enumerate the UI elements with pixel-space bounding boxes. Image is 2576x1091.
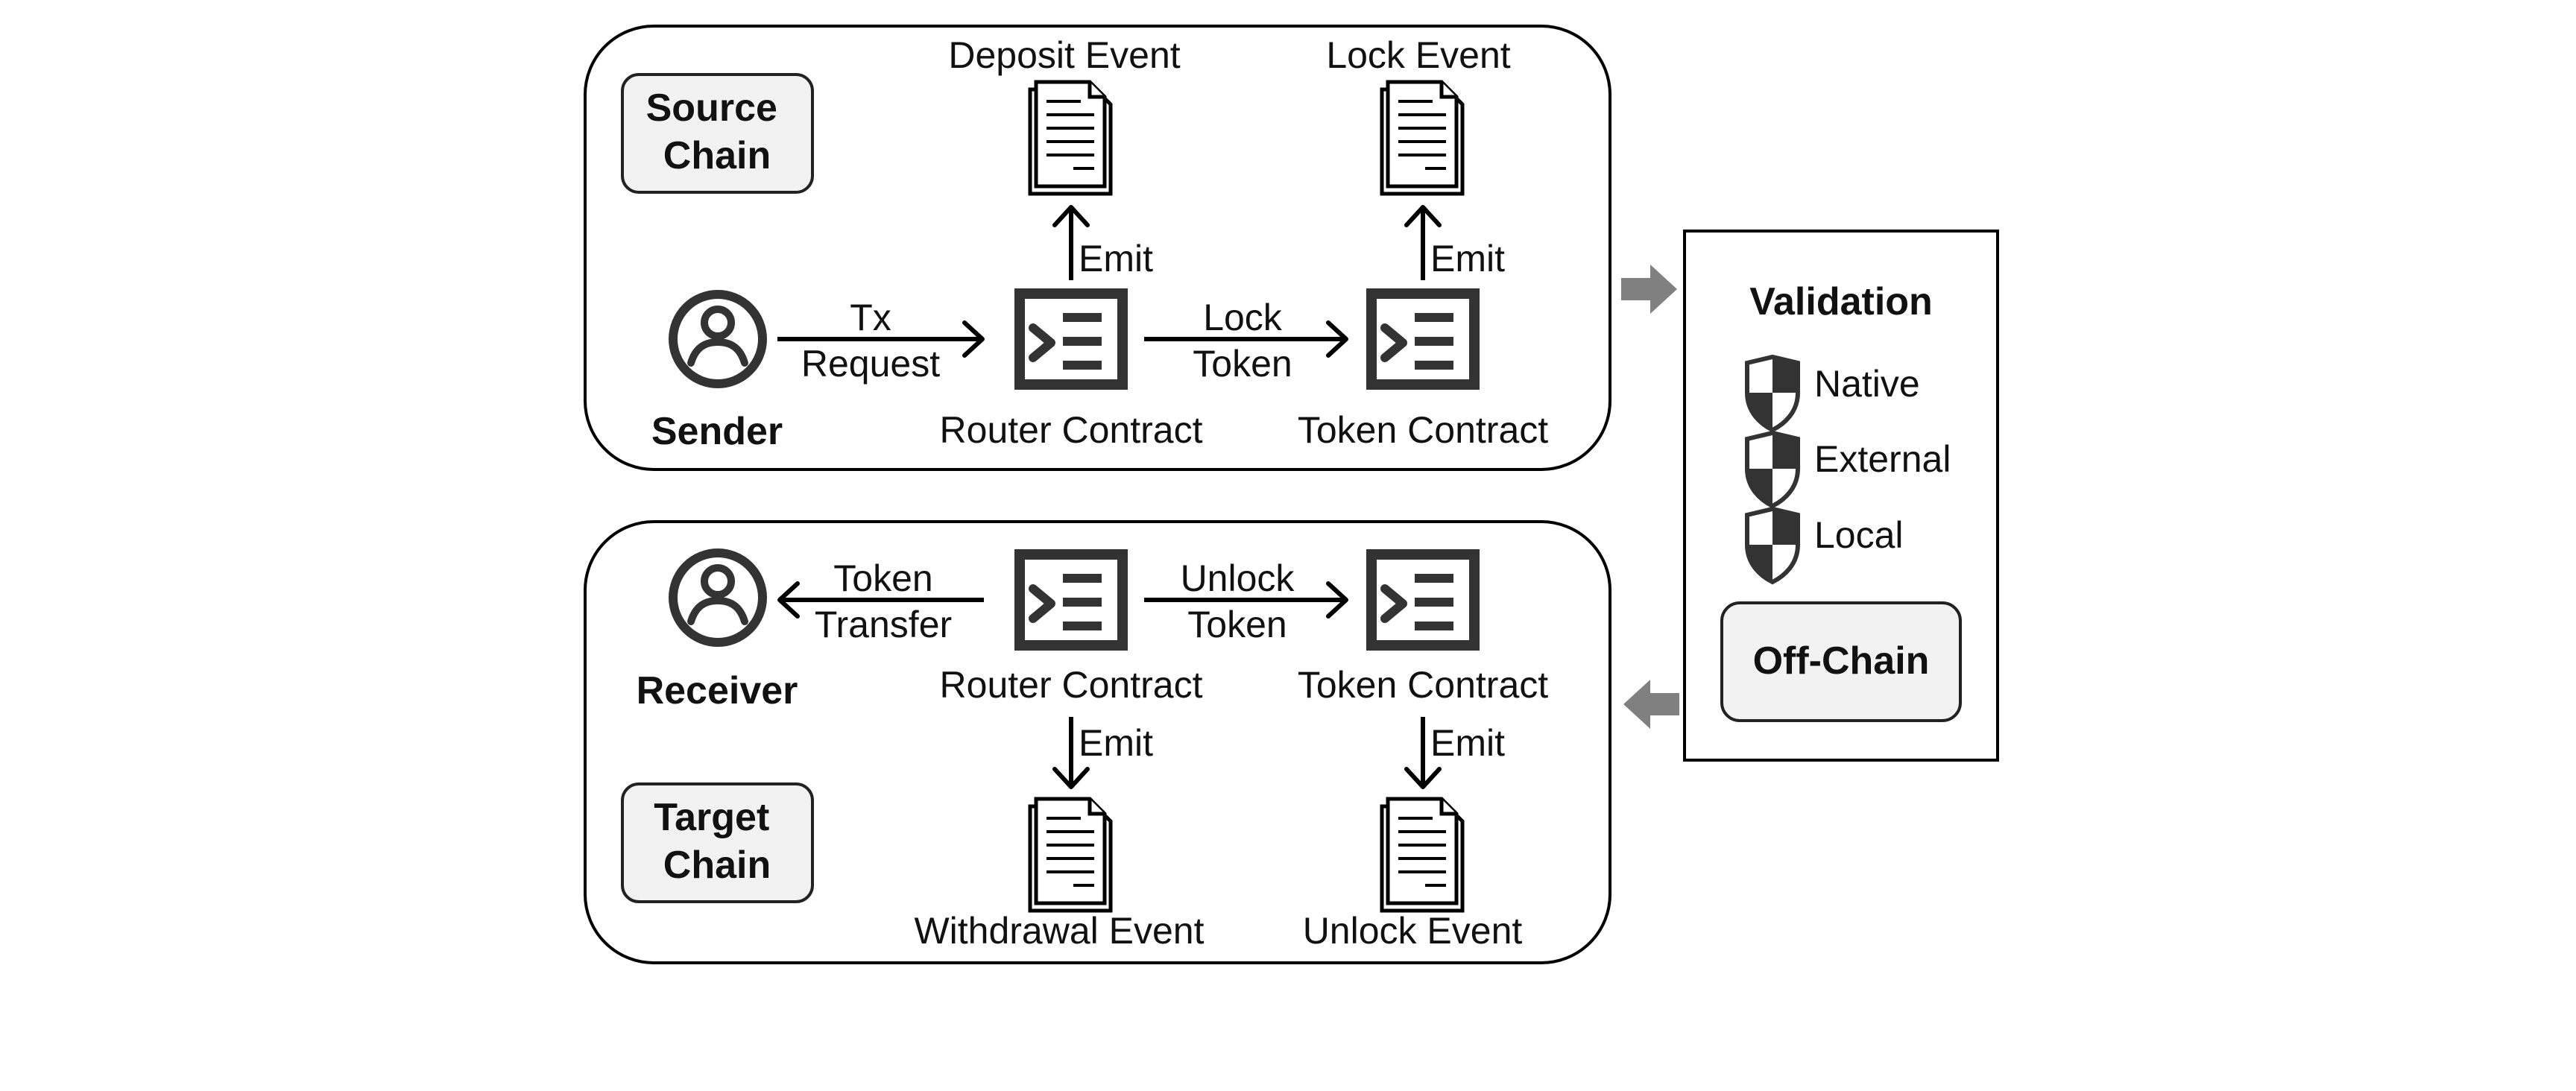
deposit-event-document-icon <box>1030 82 1111 194</box>
validation-external-label: External <box>1814 438 1951 480</box>
token-transfer-label-bottom: Transfer <box>815 604 952 645</box>
offchain-label: Off-Chain <box>1753 639 1930 683</box>
withdrawal-emit-arrow-head <box>1052 767 1090 789</box>
source-chain-panel: Source Chain Sender Tx Request Router Co… <box>584 25 1611 471</box>
target-chain-panel: Receiver Token Transfer Router Contract … <box>584 520 1611 964</box>
unlock-token-arrow-head <box>1326 581 1348 619</box>
target-router-label: Router Contract <box>940 664 1203 706</box>
unlock-emit-arrow-head <box>1404 767 1442 789</box>
validation-external-shield-icon <box>1747 433 1798 506</box>
unlock-token-label-top: Unlock <box>1181 557 1295 599</box>
source-router-label: Router Contract <box>940 409 1203 451</box>
validation-title: Validation <box>1749 280 1933 323</box>
lock-event-label: Lock Event <box>1326 34 1510 76</box>
token-transfer-label-top: Token <box>833 557 932 599</box>
flow-arrows <box>1621 265 1679 729</box>
validation-local-label: Local <box>1814 514 1904 556</box>
validation-native-shield-icon <box>1747 357 1798 430</box>
offchain-label-box <box>1720 601 1962 722</box>
source-chain-label-box <box>621 73 814 194</box>
withdrawal-emit-label: Emit <box>1079 722 1153 764</box>
target-token-label: Token Contract <box>1298 664 1548 706</box>
target-chain-label-box <box>621 782 814 903</box>
deposit-emit-arrow-head <box>1052 205 1090 227</box>
token-transfer-arrow-head <box>777 581 800 619</box>
source-token-contract-icon <box>1371 294 1474 385</box>
source-chain-title: Source Chain <box>646 86 789 177</box>
deposit-emit-label: Emit <box>1079 238 1153 279</box>
unlock-token-label-bottom: Token <box>1187 604 1287 645</box>
lock-token-label-top: Lock <box>1203 297 1283 338</box>
source-token-label: Token Contract <box>1298 409 1548 451</box>
target-chain-title: Target Chain <box>654 796 780 887</box>
withdrawal-event-label: Withdrawal Event <box>914 910 1204 952</box>
lock-emit-label: Emit <box>1430 238 1505 279</box>
withdrawal-event-document-icon <box>1030 799 1111 911</box>
unlock-event-label: Unlock Event <box>1303 910 1523 952</box>
sender-person-icon <box>673 294 763 384</box>
lock-token-arrow-head <box>1326 320 1348 358</box>
sender-label: Sender <box>651 410 783 453</box>
tx-request-label-bottom: Request <box>801 343 940 385</box>
unlock-event-document-icon <box>1382 799 1462 911</box>
deposit-event-label: Deposit Event <box>948 34 1180 76</box>
validation-native-label: Native <box>1814 363 1920 405</box>
target-token-contract-icon <box>1371 554 1474 645</box>
lock-emit-arrow-head <box>1404 205 1442 227</box>
validation-panel: Validation Native External Local Off-Cha… <box>1683 230 1999 762</box>
receiver-person-icon <box>673 553 763 642</box>
validation-local-shield-icon <box>1747 509 1798 582</box>
tx-request-arrow-head <box>962 320 985 358</box>
target-router-contract-icon <box>1020 554 1123 645</box>
tx-request-label-top: Tx <box>850 297 891 338</box>
to-validation-arrow-icon <box>1621 265 1677 314</box>
lock-event-document-icon <box>1382 82 1462 194</box>
from-validation-arrow-icon <box>1623 680 1679 729</box>
source-router-contract-icon <box>1020 294 1123 385</box>
lock-token-label-bottom: Token <box>1193 343 1292 385</box>
receiver-label: Receiver <box>637 669 798 712</box>
unlock-emit-label: Emit <box>1430 722 1505 764</box>
